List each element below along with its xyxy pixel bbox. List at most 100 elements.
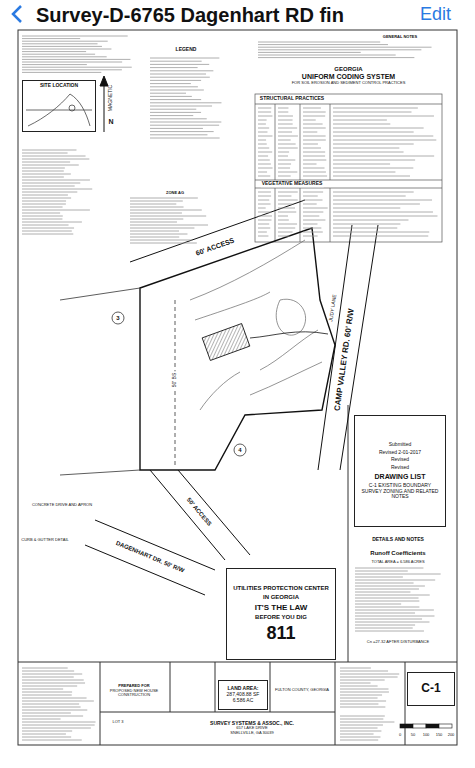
erosion-code-tables [275, 104, 276, 180]
fine-print-line [278, 152, 289, 153]
fine-print-line [150, 74, 206, 75]
fine-print-line [278, 160, 295, 161]
fine-print-line [333, 132, 414, 133]
fine-print-line [340, 701, 386, 702]
fine-print-line [278, 108, 288, 109]
fine-print-line [258, 108, 271, 109]
fine-print-line [340, 686, 378, 687]
fine-print-line [150, 83, 191, 84]
fine-print-line [22, 731, 72, 732]
fine-print-line [22, 36, 128, 37]
plat-label: 100 [422, 733, 431, 737]
plat-label: TOTAL AREA = 6.586 ACRES [370, 560, 425, 564]
fine-print-line [22, 701, 94, 702]
fine-print-line [130, 210, 202, 211]
fine-print-line [355, 631, 424, 632]
plat-label: CURB & GUTTER DETAIL [20, 538, 70, 542]
survey-box: LAND AREA:287,408.88 SF6.586 AC [218, 680, 268, 710]
fine-print-line [150, 118, 207, 119]
box-text: Revised 2-01-2017 [379, 450, 421, 456]
box-text: SITE LOCATION [40, 83, 78, 89]
fine-print-line [130, 216, 206, 217]
survey-box: GEORGIAUNIFORM CODING SYSTEMFOR SOIL ERO… [255, 62, 442, 90]
fine-print-line [22, 228, 74, 229]
fine-print-line [340, 668, 371, 669]
fine-print-line [22, 177, 64, 178]
fine-print-line [258, 120, 267, 121]
fine-print-line [303, 208, 328, 209]
box-text: Submitted [389, 442, 412, 448]
fine-print-line [303, 132, 317, 133]
fine-print-line [355, 574, 441, 575]
fine-print-line [278, 232, 293, 233]
fine-print-line [340, 695, 382, 696]
fine-print-line [278, 176, 291, 177]
access-easement [150, 470, 225, 560]
box-text: 811 [266, 623, 295, 644]
fine-print-line [22, 713, 71, 714]
fine-print-line [258, 47, 432, 48]
house-footprint [250, 332, 328, 338]
fine-print-line [278, 168, 290, 169]
fine-print-line [258, 208, 266, 209]
fine-print-line [303, 192, 323, 193]
fine-print-line [258, 55, 396, 56]
fine-print-line [303, 212, 323, 213]
fine-print-line [22, 728, 91, 729]
fine-print-line [258, 124, 266, 125]
fine-print-line [130, 243, 197, 244]
plat-label: 60' ACCESS [194, 236, 236, 257]
fine-print-line [258, 160, 270, 161]
fine-print-line [150, 61, 202, 62]
sheet-frame [270, 662, 271, 712]
sheet-frame [100, 712, 335, 713]
plat-label: 150 [435, 733, 444, 737]
fine-print-line [22, 168, 65, 169]
fine-print-line [340, 683, 371, 684]
box-text: PROPOSED NEW HOUSE CONSTRUCTION [105, 689, 163, 698]
lot-lines [60, 470, 140, 475]
fine-print-line [340, 680, 385, 681]
fine-print-line [303, 220, 325, 221]
fine-print-line [355, 616, 434, 617]
fine-print-line [340, 716, 385, 717]
fine-print-line [22, 695, 72, 696]
fine-print-line [22, 740, 82, 741]
fine-print-line [22, 38, 80, 39]
fine-print-line [22, 734, 66, 735]
plat-label: DETAILS AND NOTES [371, 537, 425, 543]
sheet-frame [170, 662, 171, 712]
fine-print-line [258, 200, 269, 201]
fine-print-line [278, 220, 289, 221]
fine-print-line [333, 208, 400, 209]
fine-print-line [333, 120, 387, 121]
plat-label: DAGENHART DR. 50' R/W [114, 539, 186, 574]
survey-box: C-1 [407, 672, 455, 706]
fine-print-line [278, 204, 293, 205]
fine-print-line [22, 692, 72, 693]
erosion-code-tables [255, 94, 442, 242]
scale-bar [426, 724, 439, 728]
fine-print-line [258, 212, 271, 213]
fine-print-line [258, 168, 273, 169]
fine-print-line [130, 234, 187, 235]
fine-print-line [355, 592, 410, 593]
fine-print-line [130, 207, 184, 208]
fine-print-line [22, 722, 96, 723]
fine-print-line [22, 156, 86, 157]
fine-print-line [333, 192, 414, 193]
fine-print-line [278, 132, 292, 133]
fine-print-line [278, 112, 288, 113]
fine-print-line [22, 680, 84, 681]
fine-print-line [258, 144, 267, 145]
fine-print-line [22, 165, 79, 166]
fine-print-line [22, 195, 68, 196]
fine-print-line [258, 232, 267, 233]
fine-print-line [258, 57, 414, 58]
fine-print-line [333, 216, 437, 217]
plat-label: 0 [398, 733, 402, 737]
survey-box: SubmittedRevised 2-01-2017RevisedRevised… [354, 415, 446, 527]
erosion-code-tables [275, 188, 276, 242]
plat-label: Runoff Coefficients [369, 550, 426, 557]
fine-print-line [22, 234, 73, 235]
